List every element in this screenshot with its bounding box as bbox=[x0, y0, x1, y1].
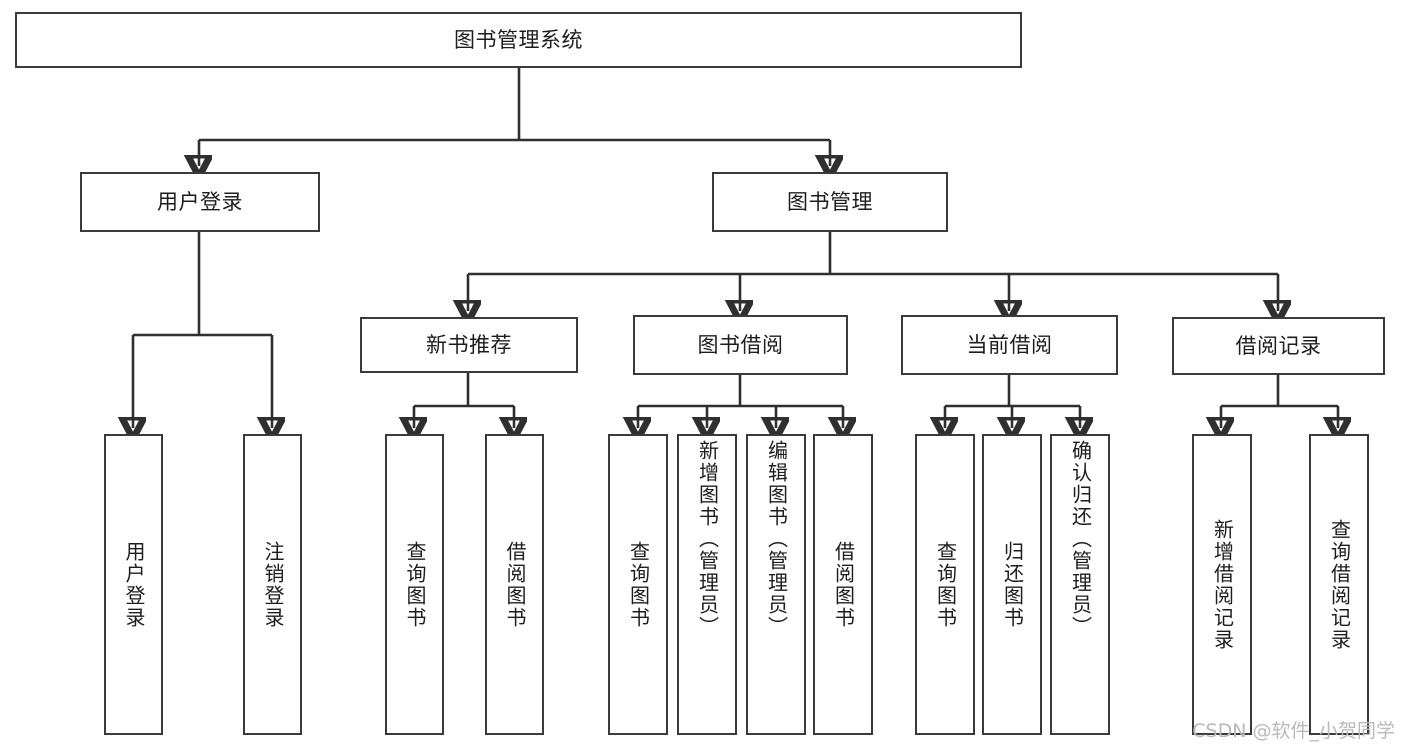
leaf-label: 查询图书 bbox=[933, 540, 958, 629]
leaf-new-book-borrow-book[interactable]: 借阅图书 bbox=[485, 434, 544, 735]
leaf-label: 确认归还（管理员） bbox=[1068, 440, 1093, 638]
leaf-user-login-logout[interactable]: 注销登录 bbox=[243, 434, 302, 735]
leaf-borrow-record-query-record[interactable]: 查询借阅记录 bbox=[1309, 434, 1369, 735]
leaf-label: 查询图书 bbox=[403, 540, 427, 629]
leaf-label: 借阅图书 bbox=[831, 540, 856, 629]
leaf-book-borrow-edit-book-admin[interactable]: 编辑图书（管理员） bbox=[746, 434, 806, 735]
node-label: 图书管理 bbox=[787, 189, 873, 214]
node-label: 借阅记录 bbox=[1235, 333, 1322, 358]
leaf-label: 用户登录 bbox=[122, 540, 146, 629]
leaf-label: 编辑图书（管理员） bbox=[764, 440, 789, 638]
node-current-borrow[interactable]: 当前借阅 bbox=[901, 315, 1118, 375]
leaf-current-borrow-confirm-return-admin[interactable]: 确认归还（管理员） bbox=[1050, 434, 1110, 735]
node-label: 新书推荐 bbox=[426, 332, 512, 357]
leaf-label: 注销登录 bbox=[261, 540, 285, 629]
node-user-login[interactable]: 用户登录 bbox=[80, 172, 320, 232]
node-borrow-record[interactable]: 借阅记录 bbox=[1172, 317, 1385, 375]
node-root-system[interactable]: 图书管理系统 bbox=[15, 12, 1022, 68]
node-label: 图书管理系统 bbox=[454, 27, 583, 52]
leaf-book-borrow-borrow-book[interactable]: 借阅图书 bbox=[813, 434, 873, 735]
leaf-label: 新增图书（管理员） bbox=[695, 440, 720, 638]
node-book-borrow[interactable]: 图书借阅 bbox=[633, 315, 848, 375]
leaf-label: 借阅图书 bbox=[503, 540, 527, 629]
leaf-current-borrow-return-book[interactable]: 归还图书 bbox=[982, 434, 1042, 735]
leaf-current-borrow-query-book[interactable]: 查询图书 bbox=[915, 434, 975, 735]
leaf-new-book-query-book[interactable]: 查询图书 bbox=[385, 434, 444, 735]
leaf-book-borrow-query-book[interactable]: 查询图书 bbox=[608, 434, 668, 735]
leaf-label: 新增借阅记录 bbox=[1210, 518, 1235, 651]
leaf-label: 查询图书 bbox=[626, 540, 651, 629]
node-label: 当前借阅 bbox=[966, 332, 1053, 357]
node-book-management[interactable]: 图书管理 bbox=[712, 172, 948, 232]
leaf-borrow-record-add-record[interactable]: 新增借阅记录 bbox=[1192, 434, 1252, 735]
leaf-book-borrow-add-book-admin[interactable]: 新增图书（管理员） bbox=[677, 434, 737, 735]
leaf-user-login-login[interactable]: 用户登录 bbox=[104, 434, 163, 735]
node-new-book-recommend[interactable]: 新书推荐 bbox=[360, 317, 578, 373]
node-label: 图书借阅 bbox=[697, 332, 784, 357]
leaf-label: 查询借阅记录 bbox=[1327, 518, 1352, 651]
leaf-label: 归还图书 bbox=[1000, 540, 1025, 629]
node-label: 用户登录 bbox=[157, 189, 243, 214]
